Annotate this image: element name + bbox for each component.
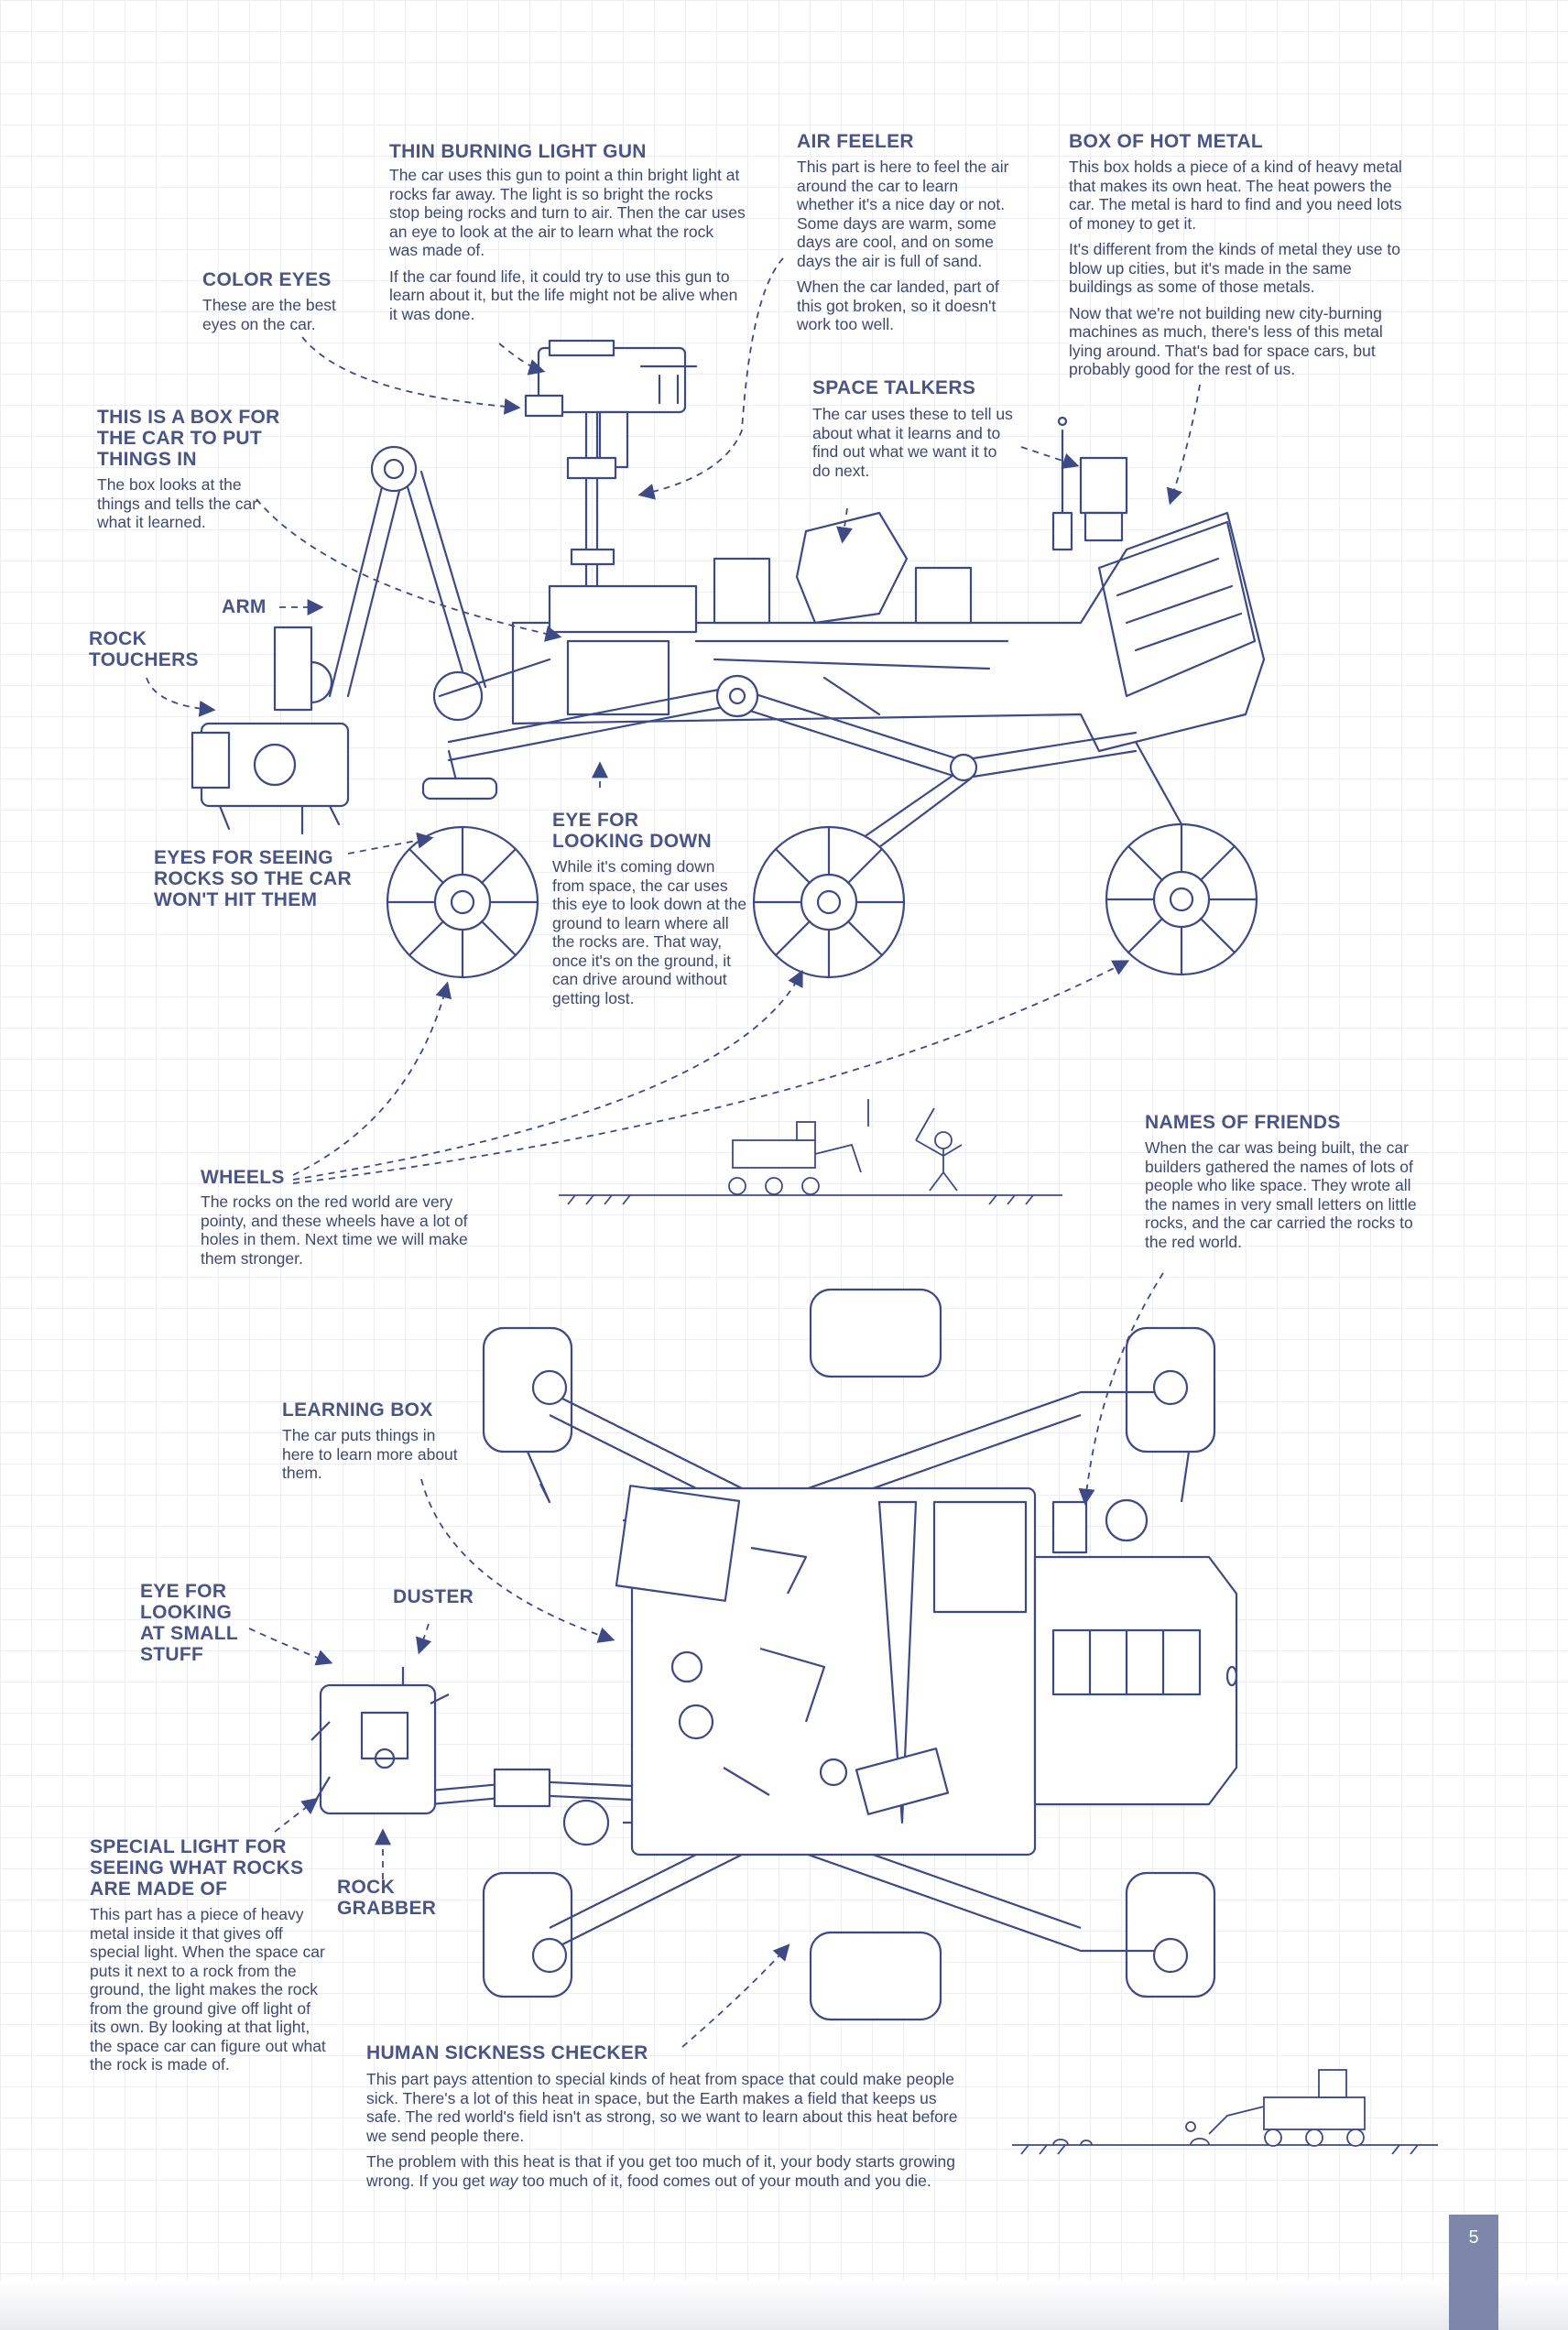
- label-text-part: too much of it, food comes out of your m…: [517, 2171, 931, 2190]
- label-text: The car uses these to tell us about what…: [812, 405, 1013, 480]
- label-text: If the car found life, it could try to u…: [389, 267, 738, 323]
- label-text-emphasis: way: [489, 2171, 518, 2190]
- label-text-part: The problem with this heat is that if yo…: [366, 2152, 955, 2190]
- rover-small-scene: [1012, 2069, 1438, 2155]
- label-text: The rocks on the red world are very poin…: [201, 1192, 468, 1268]
- label-text: While it's coming down from space, the c…: [552, 857, 747, 1007]
- label-duster: DUSTER: [393, 1586, 474, 1607]
- label-text: This part pays attention to special kind…: [366, 2070, 958, 2145]
- page-number: 5: [1468, 2227, 1479, 2248]
- label-text: When the car was being built, the car bu…: [1145, 1138, 1417, 1251]
- page-number-tab: 5: [1449, 2215, 1498, 2330]
- wheel-rear: [1105, 822, 1258, 976]
- label-title: EYE FOR LOOKING DOWN: [552, 810, 712, 852]
- label-title: AIR FEELER: [797, 131, 914, 152]
- wheel-top-mid-front: [809, 1288, 942, 1378]
- mast: [524, 339, 698, 588]
- leader-lines: [146, 257, 1201, 2048]
- label-text: The car puts things in here to learn mor…: [282, 1426, 458, 1482]
- robotic-arm: [191, 445, 551, 835]
- label-title: WHEELS: [201, 1167, 285, 1188]
- rover-side-view: [191, 339, 1266, 979]
- label-title: HUMAN SICKNESS CHECKER: [366, 2042, 648, 2063]
- label-title: NAMES OF FRIENDS: [1145, 1112, 1341, 1133]
- label-title: BOX OF HOT METAL: [1069, 131, 1264, 152]
- label-text: The box looks at the things and tells th…: [97, 475, 258, 531]
- label-text: This part is here to feel the air around…: [797, 158, 1009, 270]
- label-text: Now that we're not building new city-bur…: [1069, 303, 1383, 379]
- label-title: SPECIAL LIGHT FOR SEEING WHAT ROCKS ARE …: [90, 1836, 304, 1900]
- wheel-middle: [752, 825, 906, 979]
- label-title: LEARNING BOX: [282, 1399, 433, 1421]
- label-text: This part has a piece of heavy metal ins…: [90, 1905, 326, 2074]
- label-text: When the car landed, part of this got br…: [797, 278, 999, 333]
- rover-top-view: [310, 1288, 1238, 2021]
- label-text: These are the best eyes on the car.: [202, 296, 336, 333]
- wheel-top-right-rear: [1125, 1871, 1216, 1998]
- rover-body: [511, 416, 1266, 753]
- label-title: THIN BURNING LIGHT GUN: [389, 141, 647, 162]
- page-shadow: [0, 2281, 1568, 2330]
- label-title: COLOR EYES: [202, 269, 332, 290]
- label-title: SPACE TALKERS: [812, 377, 976, 398]
- label-title: THIS IS A BOX FOR THE CAR TO PUT THINGS …: [97, 407, 280, 470]
- label-arm: ARM: [222, 596, 267, 617]
- label-rock-touchers: ROCK TOUCHERS: [89, 628, 199, 670]
- wheel-top-left-rear: [482, 1871, 573, 1998]
- label-eye-for-small-stuff: EYE FOR LOOKING AT SMALL STUFF: [140, 1581, 238, 1665]
- wheel-front: [386, 825, 539, 979]
- label-text: The problem with this heat is that if yo…: [366, 2152, 971, 2190]
- label-rock-grabber: ROCK GRABBER: [337, 1877, 437, 1919]
- label-text: This box holds a piece of a kind of heav…: [1069, 158, 1402, 233]
- label-eyes-for-seeing-rocks: EYES FOR SEEING ROCKS SO THE CAR WON'T H…: [154, 847, 352, 910]
- suspension: [421, 674, 1183, 863]
- label-text: The car uses this gun to point a thin br…: [389, 166, 746, 259]
- label-text: It's different from the kinds of metal t…: [1069, 240, 1400, 296]
- rover-and-stick-figure-scene: [559, 1099, 1062, 1205]
- wheel-top-mid-rear: [809, 1931, 942, 2021]
